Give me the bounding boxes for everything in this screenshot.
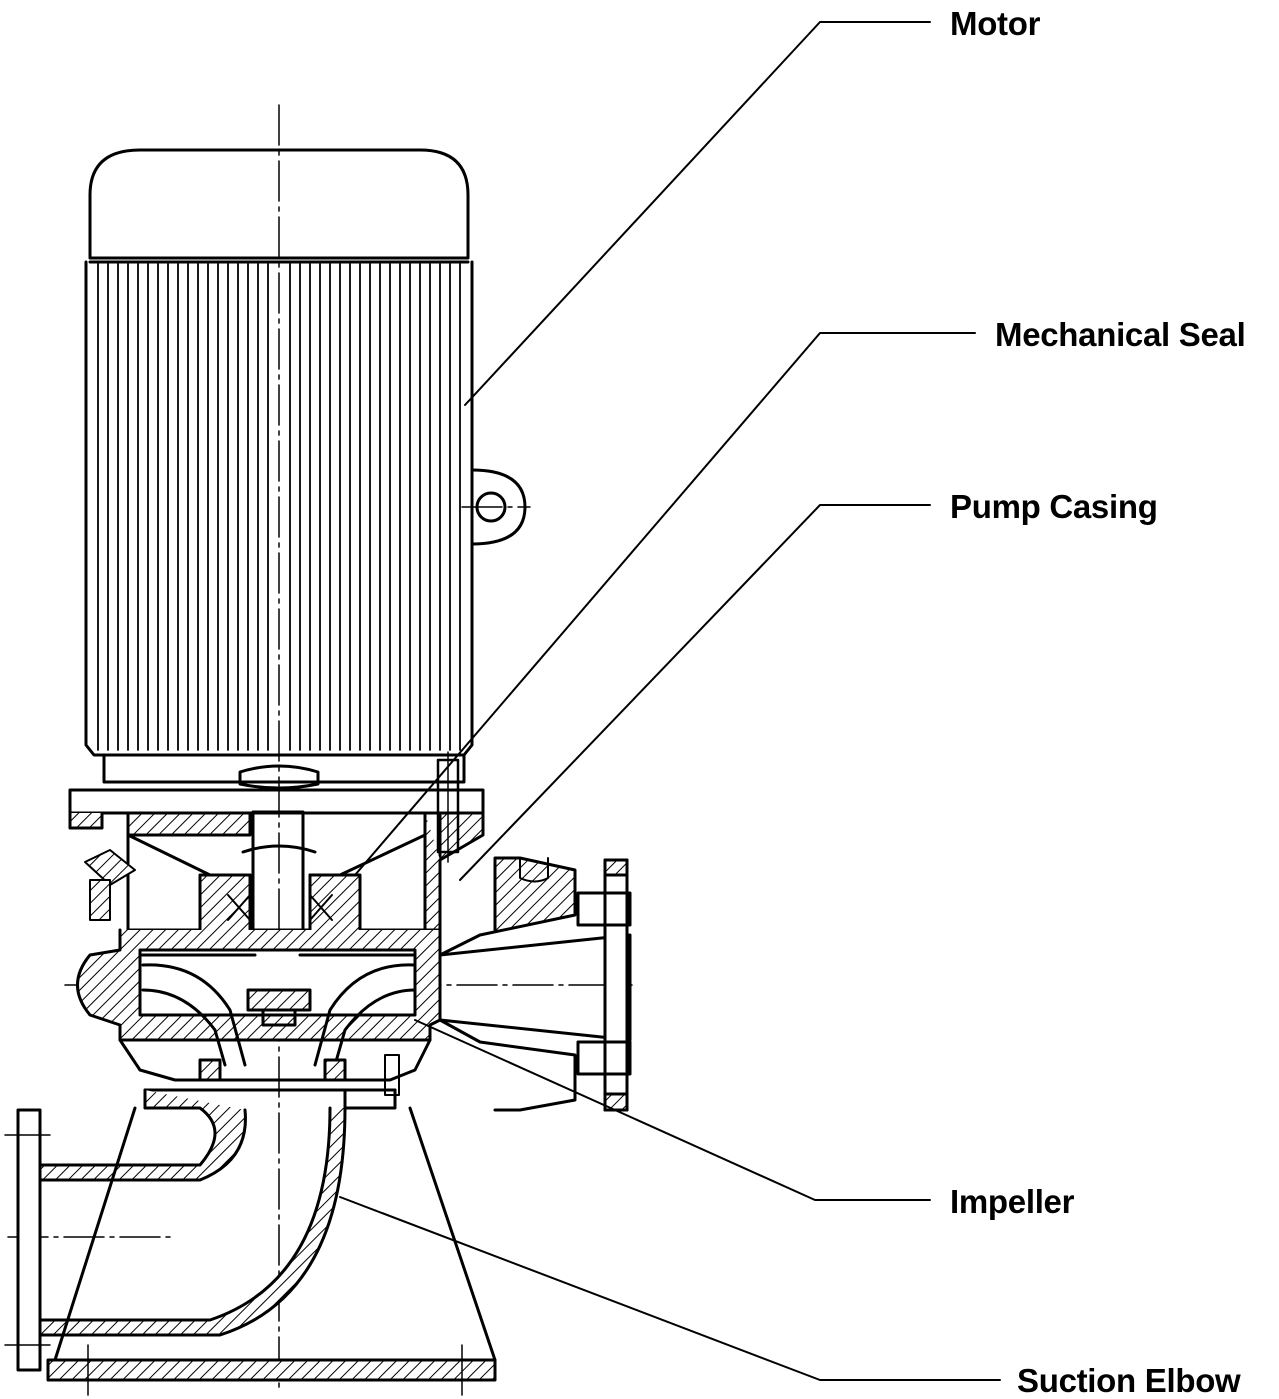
- mechanical-seal-label: Mechanical Seal: [995, 316, 1246, 353]
- suction-elbow-leader: [339, 1196, 1001, 1381]
- motor-leader: [464, 21, 931, 406]
- impeller-label: Impeller: [950, 1183, 1075, 1220]
- leader-lines: [339, 21, 1001, 1381]
- suction-elbow-label: Suction Elbow: [1017, 1362, 1241, 1399]
- suction-elbow: [4, 1088, 497, 1396]
- motor-cooling-fins: [97, 263, 461, 751]
- motor-body: [84, 148, 527, 784]
- impeller-leader: [414, 1019, 931, 1201]
- pump-casing-label: Pump Casing: [950, 488, 1158, 525]
- impeller: [138, 953, 417, 1096]
- mechanical-seal: [198, 873, 362, 942]
- mechanical-seal-leader: [354, 332, 976, 876]
- pump-casing: [76, 856, 632, 1112]
- motor-label: Motor: [950, 5, 1041, 42]
- bracket: [68, 751, 485, 932]
- pump-casing-leader: [459, 504, 931, 881]
